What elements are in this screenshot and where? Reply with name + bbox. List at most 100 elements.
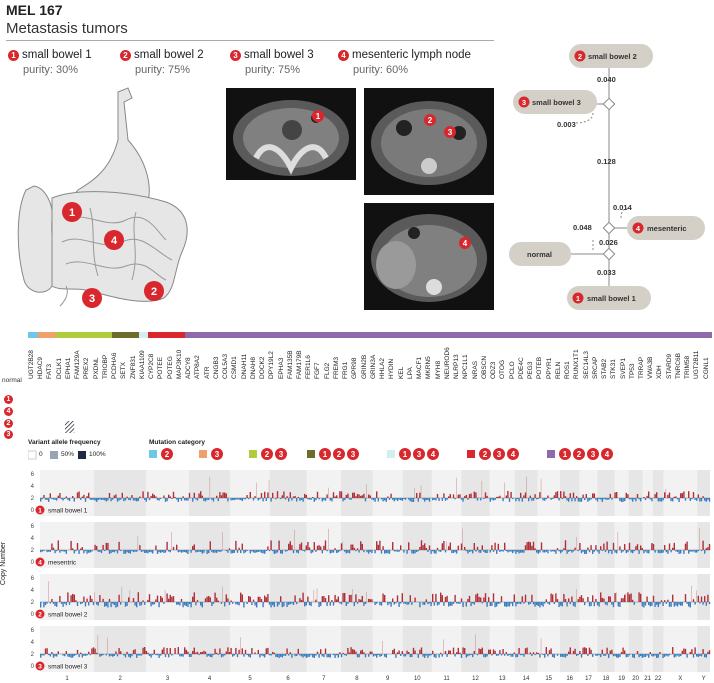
cn-ytick: 6 [31, 524, 35, 530]
gene-label: NEUROD6 [443, 347, 451, 379]
cn-loss-bar [670, 602, 672, 607]
cn-gain-bar [603, 543, 605, 550]
cn-gain-bar [564, 598, 567, 602]
cn-gain-bar [291, 545, 293, 550]
cn-loss-bar [368, 654, 370, 657]
cn-loss-bar [187, 550, 189, 554]
cn-gain-bar [518, 647, 520, 654]
cn-gain-bar [408, 542, 410, 550]
cn-loss-bar [676, 654, 679, 656]
cn-loss-bar [692, 654, 695, 658]
cn-gain-bar [204, 651, 207, 654]
cn-loss-bar [337, 550, 339, 553]
cn-loss-bar [195, 602, 197, 606]
cn-loss-bar [224, 654, 226, 656]
cn-loss-bar [43, 654, 45, 656]
cn-gain-bar [222, 492, 224, 498]
cn-gain-bar [401, 593, 403, 602]
chromosome-label: 18 [603, 676, 610, 682]
cn-gain-bar [480, 597, 482, 602]
cn-loss-bar [542, 602, 544, 607]
cn-gain-bar [553, 495, 555, 498]
cn-gain-bar [390, 493, 392, 498]
cn-spike [366, 592, 367, 602]
cn-loss-bar [598, 498, 600, 500]
cn-loss-bar [694, 498, 696, 500]
gene-label: TRIM58 [684, 355, 692, 379]
cn-loss-bar [104, 602, 106, 607]
sample-purity: purity: 30% [23, 64, 79, 76]
cn-loss-bar [179, 550, 181, 552]
chromosome-label: 15 [545, 676, 552, 682]
ct-scan-2: 2 3 [364, 88, 494, 195]
cn-loss-bar [289, 602, 291, 605]
cn-gain-bar [473, 491, 475, 498]
cn-panel-badge [35, 609, 45, 619]
cn-loss-bar [475, 550, 477, 552]
cn-gain-bar [283, 491, 285, 498]
cn-loss-bar [678, 654, 680, 657]
chromosome-label: 2 [119, 676, 123, 682]
cn-gain-bar [76, 543, 79, 550]
cn-gain-bar [441, 595, 443, 602]
cn-loss-bar [315, 498, 317, 501]
cn-loss-bar [633, 602, 635, 605]
chromosome-band [597, 626, 615, 672]
cn-loss-bar [476, 498, 479, 501]
cn-gain-bar [652, 544, 655, 550]
chromosome-band [663, 626, 698, 672]
chromosome-label: 14 [523, 676, 530, 682]
cn-loss-bar [406, 602, 408, 605]
sample-purity: purity: 60% [353, 64, 409, 76]
cn-loss-bar [195, 498, 197, 500]
cn-gain-bar [369, 599, 371, 602]
cn-loss-bar [280, 550, 282, 554]
cn-gain-bar [355, 651, 357, 654]
cn-gain-bar [382, 546, 384, 550]
category-badge [333, 448, 345, 460]
cn-loss-bar [92, 498, 95, 500]
cn-loss-bar [280, 654, 282, 657]
cn-loss-bar [273, 602, 275, 608]
cn-gain-bar [652, 595, 655, 602]
cn-gain-bar [563, 593, 565, 602]
cn-loss-bar [326, 654, 328, 658]
cn-loss-bar [486, 550, 488, 554]
cn-loss-bar [382, 498, 384, 502]
cn-loss-bar [356, 602, 359, 604]
marker-1 [62, 202, 82, 222]
cn-loss-bar [433, 602, 435, 606]
cn-loss-bar [544, 602, 546, 604]
cn-spike [617, 531, 619, 550]
cn-loss-bar [78, 550, 80, 554]
cn-spike [420, 485, 422, 498]
cn-gain-bar [564, 496, 567, 498]
cn-loss-bar [281, 602, 283, 608]
cn-gain-bar [118, 594, 120, 602]
cn-loss-bar [403, 654, 405, 657]
cn-loss-bar [638, 498, 640, 500]
chromosome-band [628, 470, 643, 516]
cn-loss-bar [390, 602, 392, 607]
tree-node-label: mesenteric [647, 224, 687, 233]
cn-loss-bar [264, 654, 266, 658]
cn-loss-bar [203, 498, 205, 502]
cn-gain-bar [267, 492, 269, 498]
cn-loss-bar [230, 498, 232, 501]
cn-spike [94, 592, 95, 602]
cn-loss-bar [187, 498, 189, 501]
cn-loss-bar [612, 654, 615, 657]
cn-loss-bar [516, 498, 519, 500]
cn-loss-bar [43, 550, 45, 552]
cn-gain-bar [240, 592, 242, 602]
cn-gain-bar [102, 598, 104, 602]
cn-spike [625, 593, 627, 602]
cn-loss-bar [532, 602, 535, 605]
chromosome-band [188, 574, 231, 620]
cn-loss-bar [384, 550, 386, 554]
cn-gain-bar [632, 599, 634, 602]
cn-gain-bar [590, 545, 592, 550]
cn-gain-bar [361, 543, 363, 550]
cn-loss-bar [673, 654, 675, 658]
